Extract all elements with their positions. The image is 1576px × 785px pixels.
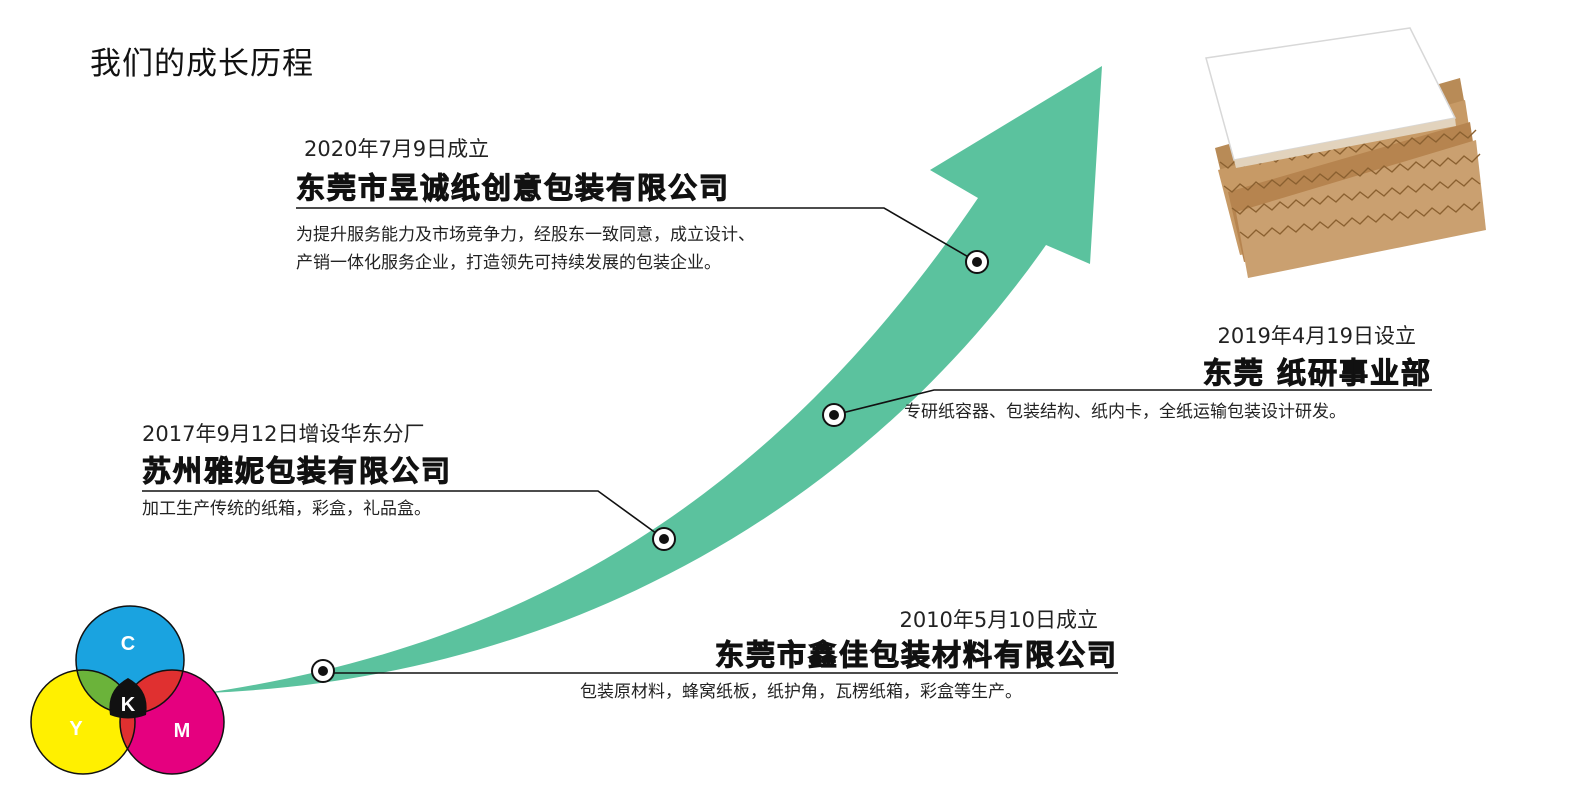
milestone-2010-date: 2010年5月10日成立 [899,608,1098,632]
corrugated-board-image [1205,27,1486,278]
target-marker-2010 [311,659,335,683]
target-marker-2019 [822,403,846,427]
target-marker-2017 [652,527,676,551]
leader-line-2017 [142,490,665,540]
target-marker-2020 [965,250,989,274]
milestone-2019-company: 东莞 纸研事业部 [1202,356,1432,391]
cmyk-label-m: M [174,720,191,742]
milestone-2010-desc: 包装原材料，蜂窝纸板，纸护角，瓦楞纸箱，彩盒等生产。 [580,682,1022,702]
cmyk-label-c: C [121,633,135,655]
growth-arrow [205,66,1102,693]
cmyk-label-k: K [121,694,136,716]
milestone-2019-desc: 专研纸容器、包装结构、纸内卡，全纸运输包装设计研发。 [904,402,1346,422]
page-title: 我们的成长历程 [90,46,314,82]
cmyk-logo: C M Y K [30,605,225,775]
milestone-2017-desc: 加工生产传统的纸箱，彩盒，礼品盒。 [142,499,431,519]
leader-line-2019 [833,389,1432,416]
milestone-2010-company: 东莞市鑫佳包装材料有限公司 [714,638,1118,673]
cmyk-label-y: Y [69,718,83,740]
milestone-2019-date: 2019年4月19日设立 [1217,324,1416,348]
milestone-2020-date: 2020年7月9日成立 [304,137,490,161]
leader-line-2020 [296,207,978,263]
milestone-2020-desc-line-2: 产销一体化服务企业，打造领先可持续发展的包装企业。 [296,253,721,273]
milestone-2020-desc-line-1: 为提升服务能力及市场竞争力，经股东一致同意，成立设计、 [296,225,755,245]
milestone-2017-date: 2017年9月12日增设华东分厂 [142,422,425,446]
milestone-2017-company: 苏州雅妮包装有限公司 [141,454,453,489]
milestone-2020-company: 东莞市昱诚纸创意包装有限公司 [295,171,731,206]
